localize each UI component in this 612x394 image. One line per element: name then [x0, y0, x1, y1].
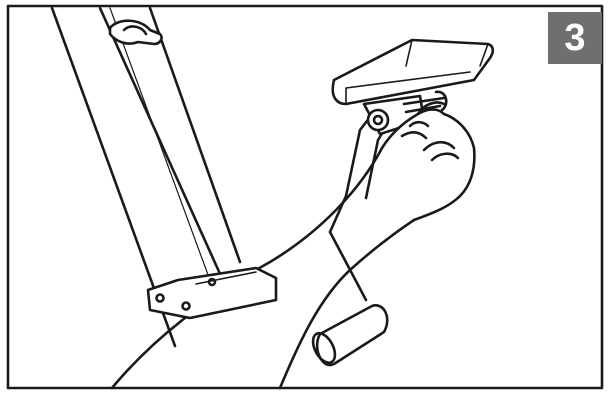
- step-number-badge: 3: [548, 12, 602, 64]
- hook-bracket: [110, 21, 162, 44]
- base-bracket: [148, 268, 276, 318]
- roller: [309, 232, 388, 366]
- console: [333, 40, 493, 104]
